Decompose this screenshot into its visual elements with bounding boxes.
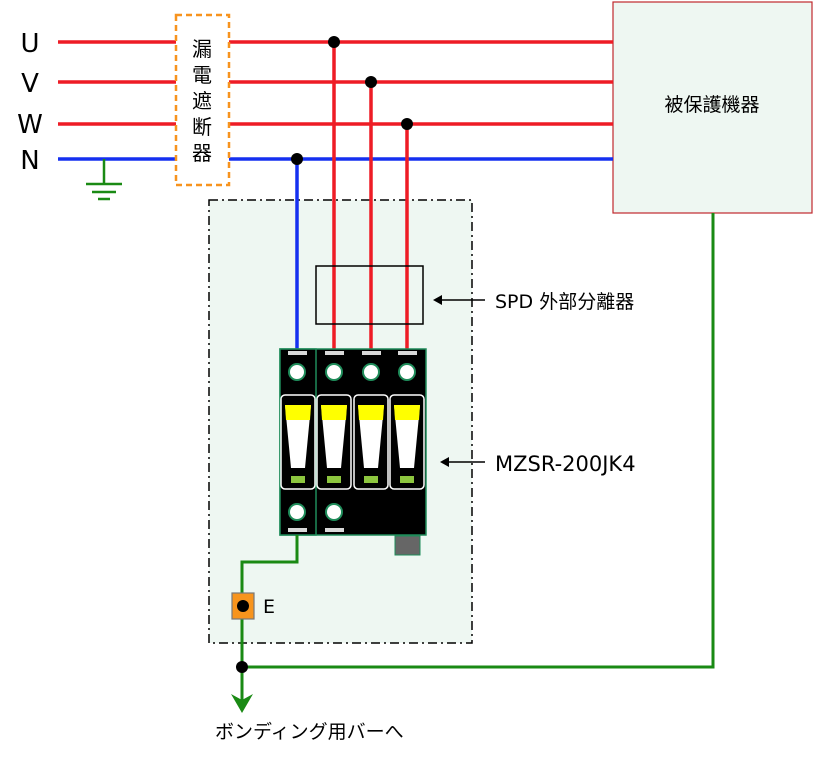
earth-arrowhead: [231, 694, 253, 713]
bonding-label: ボンディング用バーへ: [215, 721, 404, 743]
earth-terminal-label: E: [263, 596, 275, 618]
junction-n: [291, 153, 303, 165]
spd-top-tab: [398, 351, 417, 355]
spd-unit: [279, 348, 427, 556]
phase-label-n: N: [20, 146, 39, 176]
earth-junction: [236, 661, 248, 673]
breaker-char-1: 漏: [192, 37, 212, 61]
breaker-char-4: 断: [192, 115, 212, 139]
spd-bottom-terminal: [325, 503, 343, 521]
junction-w: [401, 118, 413, 130]
phase-label-v: V: [21, 69, 39, 99]
spd-arrowhead: [440, 457, 449, 467]
spd-top-terminal: [362, 363, 380, 381]
spd-top-tab: [288, 351, 307, 355]
spd-window-n: [285, 405, 311, 483]
spd-remote-contact: [394, 535, 421, 556]
earth-terminal-dot: [237, 600, 249, 612]
junction-v: [365, 76, 377, 88]
spd-top-tab: [325, 351, 344, 355]
phase-label-u: U: [20, 29, 39, 59]
spd-bottom-tab: [325, 528, 344, 532]
spd-top-terminal: [325, 363, 343, 381]
earth-wire-device: [242, 213, 715, 669]
earth-wire-spd: [240, 535, 299, 700]
spd-separator-box: [315, 265, 424, 325]
separator-arrowhead: [433, 295, 442, 305]
breaker-char-2: 電: [192, 63, 212, 87]
spd-top-terminal: [398, 363, 416, 381]
breaker-char-3: 遮: [192, 89, 212, 113]
spd-model-label: MZSR-200JK4: [495, 452, 636, 476]
protected-device-box: [612, 1, 813, 214]
spd-top-tab: [362, 351, 381, 355]
spd-separator-label: SPD 外部分離器: [495, 291, 634, 313]
spd-bottom-tab: [288, 528, 307, 532]
spd-top-terminal: [288, 363, 306, 381]
phase-label-w: W: [17, 110, 43, 140]
spd-window-v: [358, 405, 384, 483]
protected-device-label: 被保護機器: [664, 94, 759, 116]
leakage-breaker: [174, 13, 231, 187]
spd-bottom-terminal: [288, 503, 306, 521]
ground-symbol: [86, 159, 122, 201]
spd-window-w: [394, 405, 420, 483]
junction-u: [328, 36, 340, 48]
breaker-char-5: 器: [192, 141, 212, 165]
spd-window-u: [321, 405, 347, 483]
